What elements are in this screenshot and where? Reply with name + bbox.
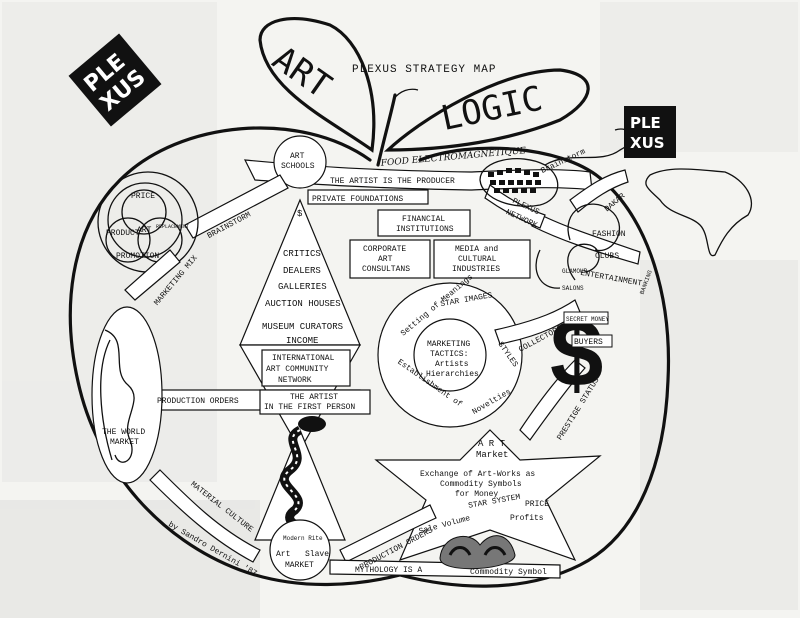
bottom-market: MARKET	[285, 561, 314, 570]
africa-map	[645, 168, 753, 257]
logo-right-line1: PLE	[630, 114, 661, 132]
financial-line1: FINANCIAL	[402, 215, 445, 224]
marketing-center-1: MARKETING	[427, 340, 470, 349]
cluster-fashion: FASHION	[592, 230, 626, 239]
international-line3: NETWORK	[278, 376, 312, 385]
production-orders-left: PRODUCTION ORDERS	[157, 397, 239, 406]
art-schools-line2: SCHOOLS	[281, 162, 315, 171]
pyramid-item-critics: CRITICS	[283, 249, 321, 259]
financial-line2: INSTITUTIONS	[396, 225, 454, 234]
mix-price: PRICE	[131, 192, 155, 201]
world-market-oval	[91, 306, 163, 484]
international-line1: INTERNATIONAL	[272, 354, 335, 363]
cluster-salons: SALONS	[562, 285, 584, 292]
dollar-sign-graphic: $	[548, 305, 613, 414]
artist-producer-label: THE ARTIST IS THE PRODUCER	[330, 177, 455, 186]
pyramid-item-dealers: DEALERS	[283, 266, 321, 276]
international-line2: ART COMMUNITY	[266, 365, 329, 374]
media-line2: CULTURAL	[458, 255, 497, 264]
mix-product: PRODUCT	[106, 229, 140, 238]
apple-stem	[376, 93, 397, 167]
cluster-buyers: BUYERS	[574, 338, 603, 347]
world-market-line2: MARKET	[110, 438, 139, 447]
marketing-center-3: Artists	[435, 360, 469, 369]
cluster-entertainment: ENTERTAINMENT	[580, 269, 643, 289]
cluster-secret: SECRET	[566, 316, 588, 323]
corporate-line2: ART	[378, 255, 393, 264]
mix-replacement: REPLACEMENT	[156, 224, 189, 230]
exchange-line3: for Money	[455, 490, 498, 499]
apple-outline	[68, 126, 671, 588]
mix-art: ART	[137, 226, 152, 235]
art-leaf	[258, 17, 376, 153]
modern-rite-label: Modern Rite	[283, 535, 323, 542]
logic-leaf	[383, 68, 590, 152]
exchange-line1: Exchange of Art-Works as	[420, 470, 535, 479]
art-market-title-1: A R T	[478, 439, 506, 449]
bottom-slave: Slave	[305, 550, 329, 559]
pyramid-item-auction: AUCTION HOUSES	[265, 299, 341, 309]
leaf-art-label: ART	[265, 39, 338, 107]
marketing-center-2: TACTICS:	[430, 350, 468, 359]
modern-rite-circle	[269, 519, 331, 581]
corporate-line1: CORPORATE	[363, 245, 406, 254]
commodity-symbol-label: Commodity Symbol	[470, 568, 547, 577]
media-line3: INDUSTRIES	[452, 265, 500, 274]
pyramid-item-income: INCOME	[286, 336, 318, 346]
price-label: PRICE	[525, 500, 549, 509]
exchange-line2: Commodity Symbols	[440, 480, 522, 489]
profits-label: Profits	[510, 514, 544, 523]
corporate-line3: CONSULTANS	[362, 265, 410, 274]
art-market-star	[374, 429, 602, 562]
mix-promotion: PROMOTION	[116, 252, 159, 261]
map-title: PLEXUS STRATEGY MAP	[352, 64, 496, 76]
world-market-line1: THE WORLD	[102, 428, 145, 437]
cluster-glamour: GLAMOUR	[562, 268, 588, 275]
art-schools-line1: ART	[290, 152, 305, 161]
first-person-line1: THE ARTIST	[290, 393, 338, 402]
cluster-clubs: CLUBS	[595, 252, 619, 261]
art-schools-node	[273, 135, 327, 189]
bottom-art: Art	[276, 550, 290, 559]
private-foundations-label: PRIVATE FOUNDATIONS	[312, 195, 403, 204]
pyramid-item-galleries: GALLERIES	[278, 282, 327, 292]
pyramid-dollar: $	[297, 209, 303, 219]
mythology-label: MYTHOLOGY IS A	[355, 566, 422, 575]
commodity-symbol-graphic	[439, 535, 516, 570]
plexus-logo-right: PLE XUS	[624, 106, 676, 158]
media-line1: MEDIA and	[455, 245, 498, 254]
marketing-inner-circle	[413, 318, 487, 392]
cluster-money: MONEY	[591, 316, 609, 323]
pyramid-item-curators: MUSEUM CURATORS	[262, 322, 343, 332]
art-market-title-2: Market	[476, 450, 508, 460]
marketing-center-4: Hierarchies	[426, 370, 479, 379]
logo-right-line2: XUS	[630, 134, 665, 152]
first-person-line2: IN THE FIRST PERSON	[264, 403, 355, 412]
